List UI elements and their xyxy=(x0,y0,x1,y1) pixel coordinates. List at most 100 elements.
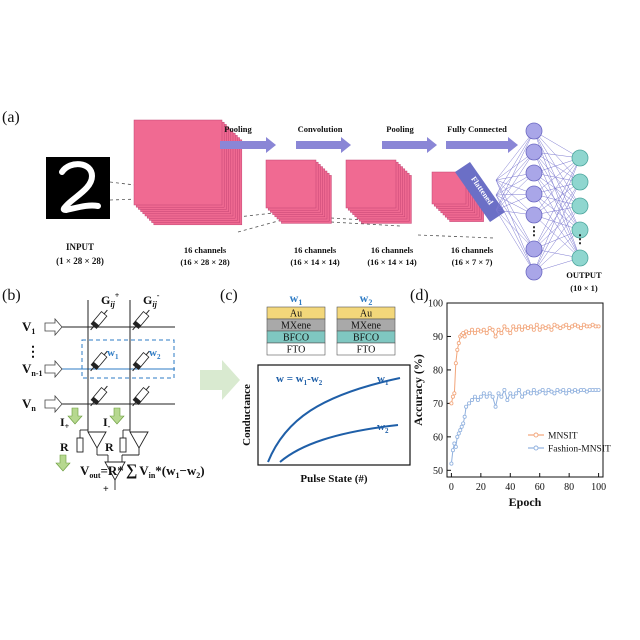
connection xyxy=(533,205,581,273)
data-point xyxy=(490,327,495,332)
connection xyxy=(533,193,581,259)
r-left-label: R xyxy=(60,440,69,454)
y-tick-label: 90 xyxy=(433,332,443,343)
data-point xyxy=(496,391,501,396)
memristor-array xyxy=(90,309,150,407)
output-node xyxy=(571,197,589,215)
data-point xyxy=(558,389,563,394)
data-point xyxy=(575,389,580,394)
layer-1-title: 16 channels xyxy=(184,245,227,255)
hidden-node xyxy=(525,143,543,161)
output-node xyxy=(571,249,589,267)
feature-map-stack-1 xyxy=(133,119,243,226)
stack1-label: w1 xyxy=(290,291,303,307)
connection xyxy=(495,209,535,273)
fully-connected-network: ⋮⋮ xyxy=(495,122,589,281)
layer-3-title: 16 channels xyxy=(371,245,414,255)
connection xyxy=(533,181,581,273)
curve1-label: w1 xyxy=(377,373,389,387)
data-point xyxy=(484,394,489,399)
data-point xyxy=(464,404,469,409)
data-point xyxy=(584,389,589,394)
data-point xyxy=(481,327,486,332)
connection xyxy=(495,179,535,273)
data-point xyxy=(508,391,513,396)
legend-marker xyxy=(533,445,539,451)
data-point xyxy=(452,391,457,396)
feature-map-stack-3 xyxy=(345,159,412,224)
data-point xyxy=(502,387,507,392)
data-point xyxy=(581,322,586,327)
legend-marker xyxy=(533,432,539,438)
data-point xyxy=(540,324,545,329)
output-dims: (10 × 1) xyxy=(570,283,598,293)
device-layer-label: BFCO xyxy=(353,333,379,344)
connection xyxy=(495,179,535,216)
weight-pair-highlight xyxy=(81,339,175,379)
connection xyxy=(495,179,535,250)
data-point xyxy=(517,387,522,392)
layer-4-dims: (16 × 7 × 7) xyxy=(452,257,493,267)
data-point xyxy=(561,324,566,329)
data-point xyxy=(472,394,477,399)
x-tick-label: 100 xyxy=(591,482,606,493)
i-minus-label: I- xyxy=(103,415,111,431)
data-point xyxy=(575,324,580,329)
data-point xyxy=(573,322,578,327)
data-point xyxy=(478,394,483,399)
arrow-convolution xyxy=(296,137,351,153)
connection xyxy=(495,130,535,196)
projection-lines xyxy=(109,181,495,239)
connection xyxy=(533,157,581,195)
data-point xyxy=(520,394,525,399)
feature-map xyxy=(265,159,317,209)
input-dims: (1 × 28 × 28) xyxy=(56,256,104,266)
plus-sign: + xyxy=(103,484,109,495)
data-point xyxy=(543,326,548,331)
vn-label: Vn xyxy=(22,396,36,413)
arrow-pooling-2 xyxy=(382,137,437,153)
data-point xyxy=(567,387,572,392)
memristor xyxy=(90,350,108,372)
w2-label: w2 xyxy=(149,347,161,361)
data-point xyxy=(449,401,454,406)
panel-b: (b) Gij+ Gij- V1 ⋮ Vn-1 Vn w1 w2 xyxy=(2,287,240,495)
data-point xyxy=(573,387,578,392)
data-point xyxy=(475,327,480,332)
data-point xyxy=(470,398,475,403)
data-point xyxy=(478,329,483,334)
stage-label-pooling-1: Pooling xyxy=(224,124,252,134)
data-point xyxy=(555,324,560,329)
device-layer-label: Au xyxy=(290,309,302,320)
device-layer-label: MXene xyxy=(351,321,382,332)
data-point xyxy=(499,394,504,399)
device-layer-label: Au xyxy=(360,309,372,320)
connection xyxy=(495,130,535,211)
data-point xyxy=(587,324,592,329)
data-point xyxy=(505,327,510,332)
legend-label: Fashion-MNSIT xyxy=(548,445,611,455)
data-point xyxy=(481,391,486,396)
layer-2-title: 16 channels xyxy=(294,245,337,255)
conductance-equation: w = w1-w2 xyxy=(276,373,323,387)
data-point xyxy=(475,398,480,403)
data-point xyxy=(458,428,463,433)
data-point xyxy=(596,324,601,329)
memristor xyxy=(132,350,150,372)
data-point xyxy=(517,324,522,329)
hidden-node xyxy=(525,240,543,258)
vdots: ⋮ xyxy=(26,345,40,360)
data-point xyxy=(531,327,536,332)
data-point xyxy=(528,391,533,396)
data-point xyxy=(534,322,539,327)
connection xyxy=(495,209,535,250)
data-point xyxy=(549,327,554,332)
stage-label-fully-connected: Fully Connected xyxy=(447,124,507,134)
layer-4-title: 16 channels xyxy=(451,245,494,255)
panel-a: (a) INPUT (1 × 28 × 28) xyxy=(2,109,602,293)
data-point xyxy=(523,324,528,329)
data-point xyxy=(490,394,495,399)
device-layer-label: BFCO xyxy=(283,333,309,344)
hidden-node xyxy=(525,164,543,182)
